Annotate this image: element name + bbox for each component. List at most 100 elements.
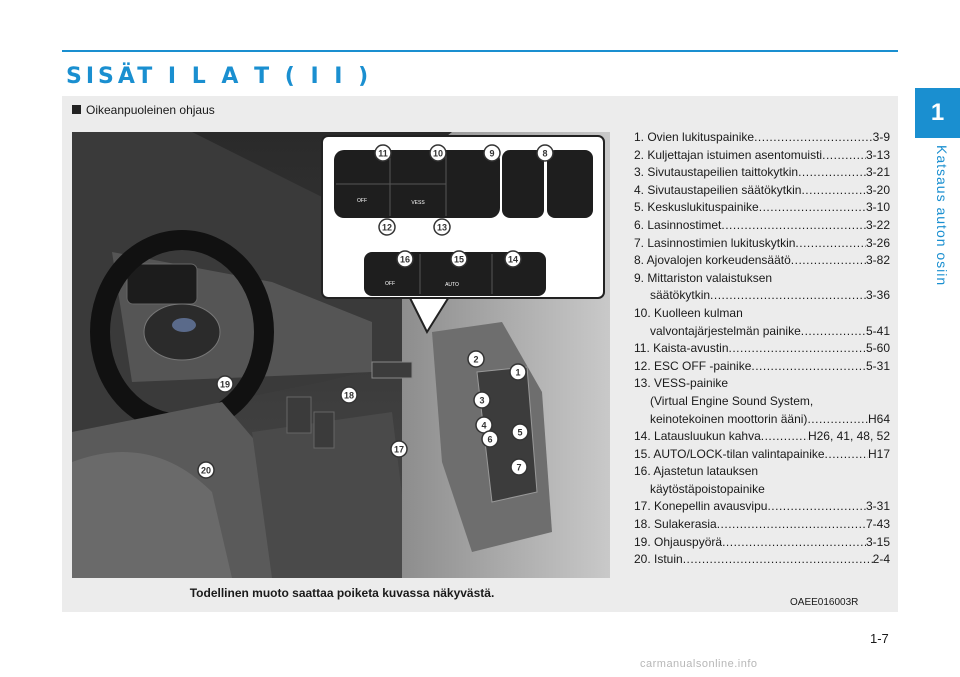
leader-dots [722,534,866,552]
list-item: 5. Keskuslukituspainike 3-10 [634,199,890,217]
list-item: 4. Sivutaustapeilien säätökytkin 3-20 [634,182,890,200]
list-item-page[interactable]: 2-4 [872,552,890,567]
list-item: 12. ESC OFF -painike5-31 [634,358,890,376]
leader-dots [822,147,866,165]
leader-dots [801,323,866,341]
list-item-text: 18. Sulakerasia [634,517,717,532]
list-item-page[interactable]: 3-26 [865,235,890,250]
list-item: 11. Kaista-avustin 5-60 [634,340,890,358]
list-item-text: säätökytkin [650,288,711,303]
square-bullet-icon [72,105,81,114]
leader-dots [729,340,866,358]
callout-marker: 11 [374,144,392,162]
callout-number: 10 [433,149,443,159]
callout-marker: 18 [340,386,358,404]
list-item-page[interactable]: 3-82 [865,253,890,268]
list-item-continuation: valvontajärjestelmän painike 5-41 [634,323,890,341]
callout-marker: 12 [378,218,396,236]
list-item: 8. Ajovalojen korkeudensäätö3-82 [634,252,890,270]
list-item-page[interactable]: 5-31 [865,358,890,373]
callout-number: 18 [344,391,354,401]
callout-number: 17 [394,445,404,455]
figure-caption: Todellinen muoto saattaa poiketa kuvassa… [189,586,495,600]
list-item: 16. Ajastetun latauksen [634,463,890,481]
list-item-text: 16. Ajastetun latauksen [634,464,759,479]
callout-marker: 15 [450,250,468,268]
list-item-page[interactable]: 3-31 [865,499,890,514]
callout-marker: 2 [467,350,485,368]
component-list: 1. Ovien lukituspainike 3-9 2. Kuljettajan… [634,129,890,569]
switch-label-vess: VESS [411,200,425,206]
list-item: 1. Ovien lukituspainike 3-9 [634,129,890,147]
callout-marker: 3 [473,391,491,409]
list-item: 15. AUTO/LOCK-tilan valintapainikeH17 [634,446,890,464]
leader-dots [683,551,873,569]
list-item-page[interactable]: 3-15 [865,534,890,549]
list-item: 18. Sulakerasia 7-43 [634,516,890,534]
callout-marker: 16 [396,250,414,268]
callout-marker: 17 [390,440,408,458]
list-item-page[interactable]: 3-36 [865,288,890,303]
list-item-text: 3. Sivutaustapeilien taittokytkin [634,165,799,180]
list-item-text: 17. Konepellin avausvipu [634,499,768,514]
list-item-page[interactable]: 3-20 [865,182,890,197]
list-item-text: valvontajärjestelmän painike [650,323,801,338]
list-item-text: 7. Lasinnostimien lukituskytkin [634,235,796,250]
subheading-text: Oikeanpuoleinen ohjaus [86,103,215,117]
list-item-continuation: (Virtual Engine Sound System, [634,393,890,411]
list-item-text: 11. Kaista-avustin [634,341,729,356]
chapter-number-tab[interactable]: 1 [915,88,960,138]
list-item-text: 10. Kuolleen kulman [634,305,743,320]
callout-number: 19 [220,380,230,390]
list-item-page[interactable]: 3-9 [872,130,890,144]
list-item-page[interactable]: 5-41 [865,323,890,338]
list-item-text: käytöstäpoistopainike [650,481,765,496]
callout-marker: 9 [483,144,501,162]
callout-number: 13 [437,223,447,233]
list-item-page[interactable]: 7-43 [865,517,890,532]
callout-marker: 7 [510,458,528,476]
leader-dots [801,182,866,200]
list-item-text: 19. Ohjauspyörä [634,534,723,549]
list-item-text: 1. Ovien lukituspainike [634,130,755,144]
leader-dots [721,217,866,235]
leader-dots [767,498,866,516]
list-item-page[interactable]: 5-60 [865,341,890,356]
list-item-text: 4. Sivutaustapeilien säätökytkin [634,182,802,197]
list-item: 3. Sivutaustapeilien taittokytkin 3-21 [634,164,890,182]
leader-dots [751,358,866,376]
leader-dots [825,446,868,464]
leader-dots [759,199,866,217]
header-rule [62,50,898,52]
chapter-side-label: Katsaus auton osiin [934,145,950,287]
list-item-text: 6. Lasinnostimet [634,217,722,232]
list-item-page[interactable]: 3-10 [865,200,890,215]
list-item-page[interactable]: 3-22 [865,217,890,232]
list-item: 2. Kuljettajan istuimen asentomuisti3-13 [634,147,890,165]
leader-dots [795,235,866,253]
leader-dots [807,411,868,429]
list-item-page[interactable]: H17 [867,446,890,461]
callout-marker: 1 [509,363,527,381]
list-item: 13. VESS-painike [634,375,890,393]
callout-number: 16 [400,255,410,265]
watermark: carmanualsonline.info [640,658,758,670]
list-item: 20. Istuin2-4 [634,551,890,569]
list-item-page[interactable]: 3-13 [865,147,890,162]
list-item-text: 5. Keskuslukituspainike [634,200,759,215]
list-item-page[interactable]: H26, 41, 48, 52 [807,429,890,444]
list-item: 6. Lasinnostimet 3-22 [634,217,890,235]
callout-marker: 6 [481,430,499,448]
list-item-page[interactable]: H64 [867,411,890,426]
list-item: 9. Mittariston valaistuksen [634,270,890,288]
list-item-continuation: käytöstäpoistopainike [634,481,890,499]
list-item-page[interactable]: 3-21 [865,165,890,180]
leader-dots [798,164,866,182]
callout-number: 7 [516,463,521,473]
leader-dots [717,516,866,534]
leader-dots [761,428,808,446]
callout-marker: 10 [429,144,447,162]
callout-number: 8 [542,149,547,159]
callout-number: 6 [487,435,492,445]
callout-number: 5 [517,428,522,438]
